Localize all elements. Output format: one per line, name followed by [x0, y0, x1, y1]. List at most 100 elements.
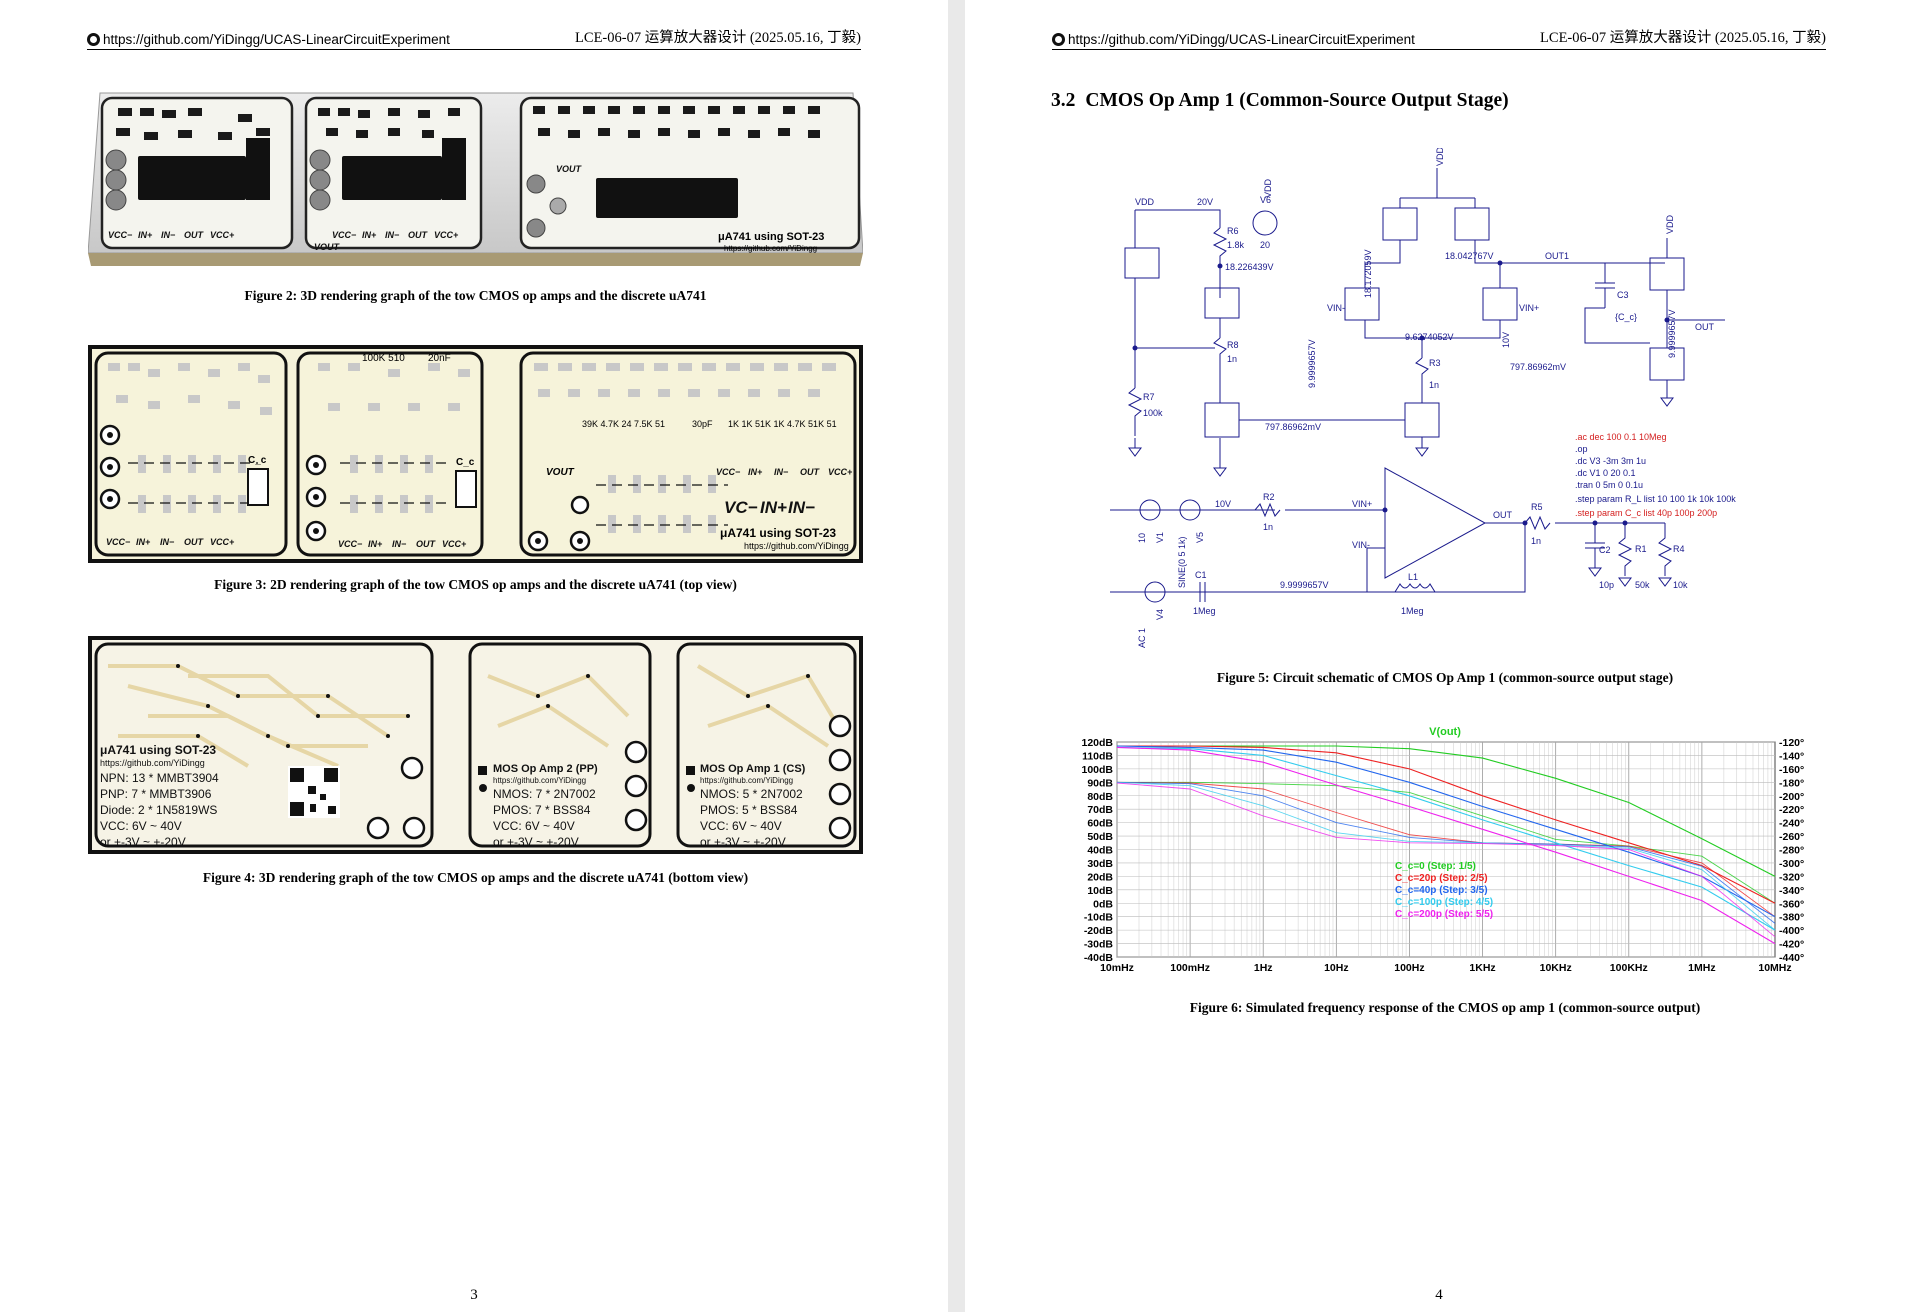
y-tick-left: 100dB	[1081, 764, 1113, 776]
figure-4: μA741 using SOT-23 https://github.com/Yi…	[88, 636, 863, 886]
pcb1-pin-label: IN+	[138, 230, 153, 240]
pcb1-pin-label: OUT	[184, 230, 205, 240]
tb-label: 10	[1137, 533, 1147, 543]
legend-entry: C_c=200p (Step: 5/5)	[1395, 909, 1493, 920]
cc-label: C_c	[248, 455, 267, 466]
legend-entry: C_c=0 (Step: 1/5)	[1395, 861, 1476, 872]
pcb1-pin-label: IN−	[160, 537, 175, 547]
pcb1-pin-label: VCC−	[108, 230, 133, 240]
big-pin-label: IN−	[788, 498, 815, 517]
spice-line: .dc V1 0 20 0.1	[1575, 468, 1636, 478]
tb-label: R5	[1531, 502, 1543, 512]
doc-title: LCE-06-07 运算放大器设计 (2025.05.16, 丁毅)	[575, 30, 861, 46]
y-tick-left: 0dB	[1093, 898, 1113, 910]
y-tick-right: -220°	[1779, 804, 1804, 816]
tb-label: 10k	[1673, 580, 1688, 590]
pp-spec-line: NMOS: 7 * 2N7002	[493, 787, 596, 801]
phase-series-line	[1116, 782, 1776, 938]
y-tick-right: -440°	[1779, 952, 1804, 964]
tb-label: L1	[1408, 572, 1418, 582]
schem-label: 18.172059V	[1363, 249, 1373, 298]
x-tick: 1MHz	[1688, 962, 1715, 974]
pcb2-pin-label: VCC+	[434, 230, 459, 240]
ua741-spec-line: VCC: 6V ~ 40V	[100, 819, 182, 833]
phase-series-line	[1116, 781, 1776, 931]
schem-label: 1n	[1429, 380, 1439, 390]
gain-series-line	[1117, 745, 1776, 877]
pcb2-pin-label: IN−	[385, 230, 400, 240]
qr-code	[288, 766, 340, 818]
y-tick-left: 40dB	[1087, 845, 1113, 857]
cs-spec-line: VCC: 6V ~ 40V	[700, 819, 782, 833]
x-tick: 10mHz	[1100, 962, 1134, 974]
y-tick-right: -200°	[1779, 791, 1804, 803]
schem-label: R3	[1429, 358, 1441, 368]
github-icon	[1052, 33, 1065, 46]
cc-label: C_c	[456, 457, 475, 468]
x-tick: 10MHz	[1758, 962, 1791, 974]
ua741-spec-line: or +-3V ~ +-20V	[100, 835, 186, 849]
schem-label: 18.226439V	[1225, 262, 1274, 272]
x-tick: 100KHz	[1610, 962, 1648, 974]
pcb-2d-top-view: C_c C_c 100K 510 20nF 39K 4.7K 24 7.5K 5…	[88, 345, 863, 563]
pp-bottom-url: https://github.com/YiDingg	[493, 776, 586, 785]
tb-label: V5	[1195, 532, 1205, 543]
cs-bottom-url: https://github.com/YiDingg	[700, 776, 793, 785]
resistor-values: 39K 4.7K 24 7.5K 51	[582, 419, 665, 429]
pcb1-pin-label: IN+	[136, 537, 151, 547]
y-tick-left: -10dB	[1084, 912, 1114, 924]
section-number: 3.2	[1051, 90, 1076, 111]
ua741-bottom-title: μA741 using SOT-23	[100, 743, 216, 757]
figure-2-caption: Figure 2: 3D rendering graph of the tow …	[244, 288, 707, 303]
spice-line: .tran 0 5m 0 0.1u	[1575, 480, 1643, 490]
y-tick-right: -400°	[1779, 925, 1804, 937]
figure-2: VCC− IN+ IN− OUT VCC+ VCC− IN+ IN− OUT V…	[87, 88, 864, 303]
spice-line: .step param C_c list 40p 100p 200p	[1575, 508, 1717, 518]
page-number: 3	[470, 1287, 478, 1303]
figure-5: VDD 20V R6 1.8k 18.226439V V6 20 R8 1n R…	[1105, 146, 1785, 688]
vout-label: VOUT	[314, 242, 341, 252]
y-tick-right: -280°	[1779, 845, 1804, 857]
schem-label: 20	[1260, 240, 1270, 250]
pcb-bottom-view: μA741 using SOT-23 https://github.com/Yi…	[88, 636, 863, 854]
x-tick: 10Hz	[1324, 962, 1349, 974]
ua741-spec-line: Diode: 2 * 1N5819WS	[100, 803, 217, 817]
gain-series-line	[1116, 746, 1776, 931]
y-tick-right: -340°	[1779, 885, 1804, 897]
y-tick-right: -260°	[1779, 831, 1804, 843]
tb-label: V4	[1155, 609, 1165, 620]
resistor-values: 1K 1K 51K 1K 4.7K 51K 51	[728, 419, 837, 429]
schem-label: VDD	[1665, 214, 1675, 234]
ua741-spec-line: PNP: 7 * MMBT3906	[100, 787, 212, 801]
pin-headers	[138, 138, 738, 218]
y-tick-right: -160°	[1779, 764, 1804, 776]
legend-entry: C_c=100p (Step: 4/5)	[1395, 897, 1493, 908]
schem-label: OUT	[1695, 322, 1715, 332]
tb-label: 1Meg	[1193, 606, 1216, 616]
schem-label: R8	[1227, 340, 1239, 350]
page-header: https://github.com/YiDingg/UCAS-LinearCi…	[87, 28, 861, 50]
schem-label: 100k	[1143, 408, 1163, 418]
cap-value: 20nF	[428, 353, 451, 364]
schem-label: VIN-	[1327, 303, 1345, 313]
tb-label: 1Meg	[1401, 606, 1424, 616]
y-tick-left: 30dB	[1087, 858, 1113, 870]
big-pin-label: IN+	[760, 498, 787, 517]
schem-label: 797.86962mV	[1265, 422, 1321, 432]
spice-line: .op	[1575, 444, 1588, 454]
pcb3-pin-label: IN−	[774, 467, 789, 477]
smd-parts	[116, 106, 820, 140]
repo-link[interactable]: https://github.com/YiDingg/UCAS-LinearCi…	[1068, 32, 1415, 47]
tb-label: R4	[1673, 544, 1685, 554]
cs-spec-line: NMOS: 5 * 2N7002	[700, 787, 803, 801]
resistor-values: 100K 510	[362, 353, 405, 364]
schem-label: 20V	[1197, 197, 1213, 207]
doc-title: LCE-06-07 运算放大器设计 (2025.05.16, 丁毅)	[1540, 30, 1826, 46]
tb-label: 10p	[1599, 580, 1614, 590]
gain-series-line	[1116, 746, 1776, 945]
schem-label: OUT1	[1545, 251, 1569, 261]
tb-label: 50k	[1635, 580, 1650, 590]
repo-link[interactable]: https://github.com/YiDingg/UCAS-LinearCi…	[103, 32, 450, 47]
ua741-spec-line: NPN: 13 * MMBT3904	[100, 771, 219, 785]
